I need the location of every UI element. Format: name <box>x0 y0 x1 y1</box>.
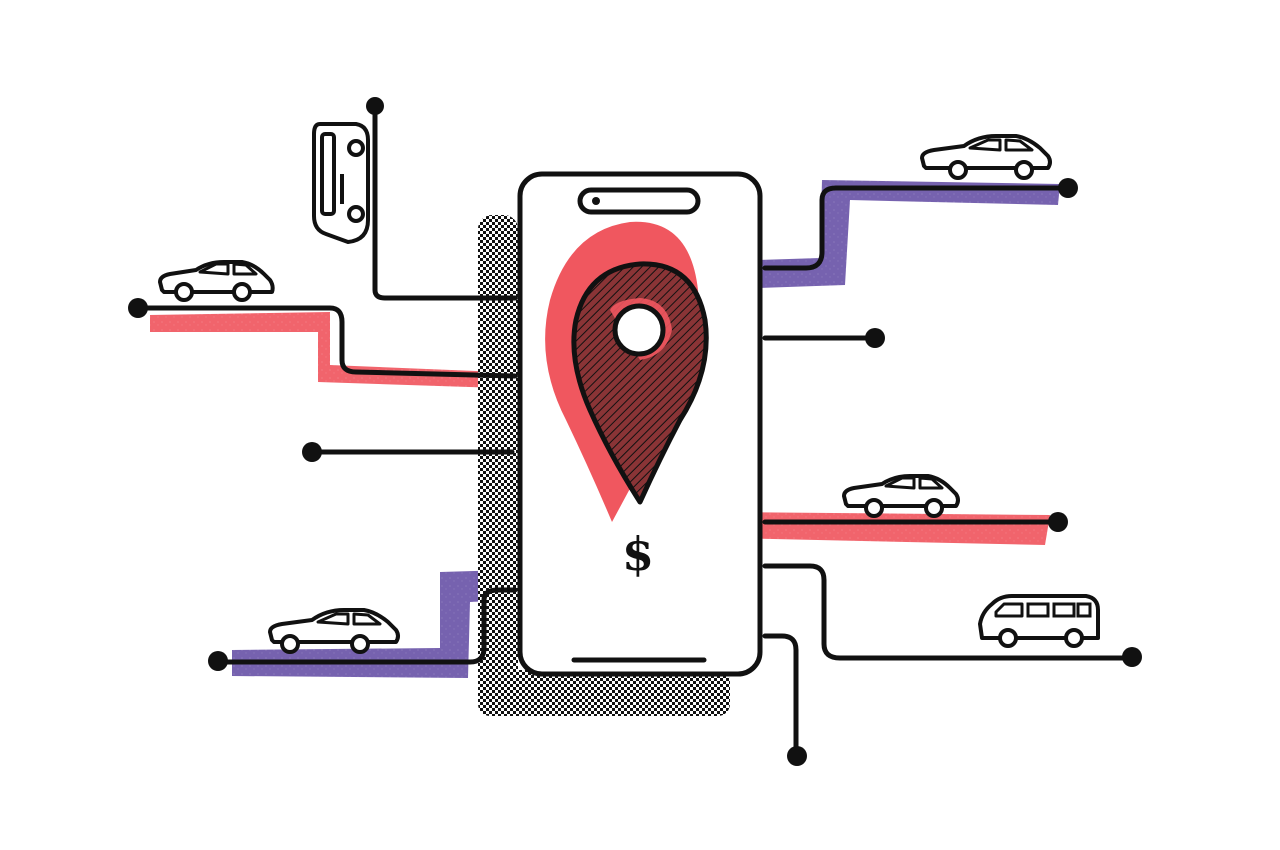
location-pin-icon <box>545 221 709 522</box>
endpoint-dot <box>366 97 384 115</box>
endpoint-dot <box>1048 512 1068 532</box>
van-icon <box>312 122 370 244</box>
car-icon <box>268 608 400 654</box>
car-icon <box>842 474 960 518</box>
minibus-icon <box>978 594 1100 648</box>
phone-notch <box>577 187 701 215</box>
endpoint-dot <box>1122 647 1142 667</box>
endpoint-dot <box>208 651 228 671</box>
endpoint-dot <box>302 442 322 462</box>
endpoint-dot <box>865 328 885 348</box>
phone-camera <box>592 197 600 205</box>
pin-body <box>571 261 709 505</box>
endpoint-dot <box>1058 178 1078 198</box>
car-icon <box>920 134 1052 180</box>
dollar-icon: $ <box>622 527 654 581</box>
pin-hole <box>612 303 666 357</box>
endpoint-dot <box>787 746 807 766</box>
car-icon <box>158 260 275 302</box>
route-endpoints <box>128 97 1142 766</box>
price-symbol: $ <box>622 527 654 581</box>
endpoint-dot <box>128 298 148 318</box>
phone-shadow-bottom <box>478 670 730 716</box>
